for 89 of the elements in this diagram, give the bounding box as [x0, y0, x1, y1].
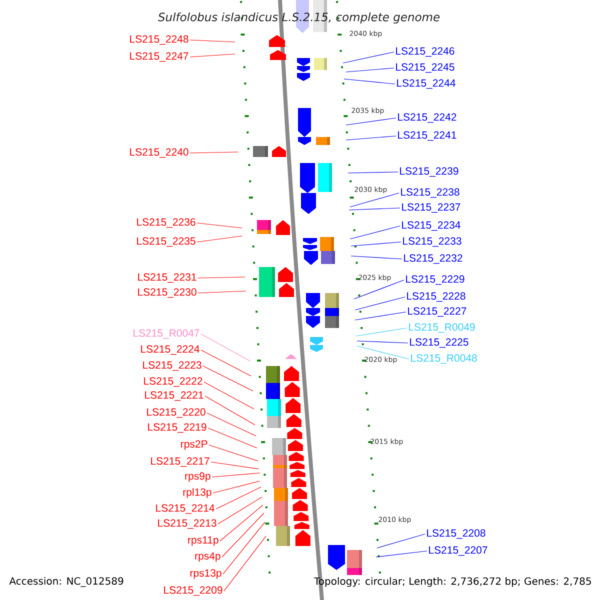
gene-label: LS215_2208: [427, 529, 486, 539]
leader-line: [196, 236, 242, 242]
gene-label: LS215_2233: [403, 237, 462, 247]
gene-label: LS215_2242: [398, 113, 456, 123]
leader-line: [350, 256, 402, 260]
gene-label: rps4p: [195, 552, 220, 562]
leader-line: [376, 534, 426, 548]
gene-label: rps13p: [190, 569, 222, 579]
leader-line: [350, 192, 400, 208]
gene-label: LS215_2248: [130, 35, 188, 45]
leader-line: [190, 54, 236, 58]
gene-label: LS215_2231: [138, 273, 196, 283]
gene-label: LS215_2225: [410, 338, 468, 348]
leader-line: [204, 396, 256, 426]
leader-line: [354, 280, 404, 300]
leader-line: [198, 276, 246, 278]
gene-label: LS215_2234: [402, 221, 460, 231]
leader-line: [356, 328, 408, 336]
gene-label: LS215_2224: [141, 345, 200, 355]
gene-label: LS215_2241: [398, 131, 456, 141]
leader-line: [356, 340, 408, 344]
gene-label: rps2P: [181, 440, 208, 450]
accession-label: Accession: NC_012589: [9, 577, 124, 587]
leader-line: [196, 222, 242, 228]
gene-label: LS215_2217: [151, 457, 210, 467]
gene-label: LS215_2237: [402, 203, 460, 213]
leader-line: [224, 536, 266, 592]
leader-line: [346, 136, 396, 140]
gene-label: rpl13p: [183, 488, 212, 498]
gene-label: LS215_2209: [164, 586, 222, 596]
leader-line: [198, 290, 246, 294]
gene-label: LS215_2227: [408, 307, 466, 317]
gene-label: LS215_2230: [138, 288, 196, 298]
gene-label: LS215_2236: [137, 218, 196, 228]
gene-label: LS215_2238: [401, 188, 460, 198]
leader-line: [190, 152, 238, 154]
leader-line: [342, 52, 394, 64]
gene-label: LS215_R0048: [411, 354, 477, 364]
gene-label: LS215_2239: [400, 167, 458, 177]
leader-line: [200, 350, 252, 376]
leader-line: [354, 296, 406, 310]
leader-line: [376, 550, 428, 558]
leader-line: [350, 226, 400, 240]
leader-line: [208, 444, 258, 462]
gene-label: LS215_2222: [144, 377, 202, 387]
gene-label: LS215_2235: [137, 237, 196, 247]
leader-line: [348, 172, 398, 174]
leader-line: [190, 40, 236, 42]
gene-label: LS215_2246: [396, 47, 454, 57]
leader-line: [222, 522, 266, 574]
leader-line: [202, 366, 254, 392]
leader-line: [346, 118, 396, 126]
gene-label: LS215_2213: [158, 519, 216, 529]
gene-label: LS215_2207: [429, 546, 488, 556]
gene-label: LS215_2229: [406, 275, 464, 285]
gene-label: LS215_2232: [404, 254, 462, 264]
leader-line: [220, 504, 264, 542]
gene-label: LS215_R0049: [409, 323, 475, 333]
leader-line: [216, 486, 262, 510]
gene-label: LS215_2228: [407, 292, 466, 302]
leader-line: [344, 78, 396, 84]
gene-label: LS215_2247: [130, 52, 188, 62]
gene-label: rps11p: [188, 536, 218, 546]
leader-line: [354, 312, 406, 320]
genome-info-label: Topology: circular; Length: 2,736,272 bp; Genes: 2,785: [314, 577, 591, 587]
leader-line: [348, 208, 400, 210]
gene-label: LS215_2240: [130, 148, 188, 158]
title: Sulfolobus islandicus L.S.2.15, complete genome: [158, 12, 440, 24]
leader-line: [206, 412, 256, 436]
leader-line: [204, 382, 254, 410]
gene-label: LS215_2214: [156, 504, 214, 514]
gene-label: LS215_2223: [143, 361, 202, 371]
leader-line: [350, 242, 402, 246]
leader-line: [212, 480, 260, 494]
leader-line: [222, 512, 264, 558]
leader-line: [356, 346, 410, 360]
gene-label: LS215_2219: [148, 423, 206, 433]
leader-line: [210, 462, 260, 470]
leader-line: [212, 472, 260, 478]
leader-line: [200, 334, 250, 362]
gene-label: LS215_2221: [145, 391, 204, 401]
leader-line: [208, 428, 258, 448]
gene-label: LS215_R0047: [134, 329, 200, 339]
gene-label: rps9p: [185, 472, 210, 482]
gene-label: LS215_2244: [397, 79, 456, 89]
leader-line: [218, 496, 262, 524]
gene-label: LS215_2220: [147, 408, 206, 418]
leader-line: [346, 68, 394, 72]
gene-label: LS215_2245: [396, 63, 454, 73]
